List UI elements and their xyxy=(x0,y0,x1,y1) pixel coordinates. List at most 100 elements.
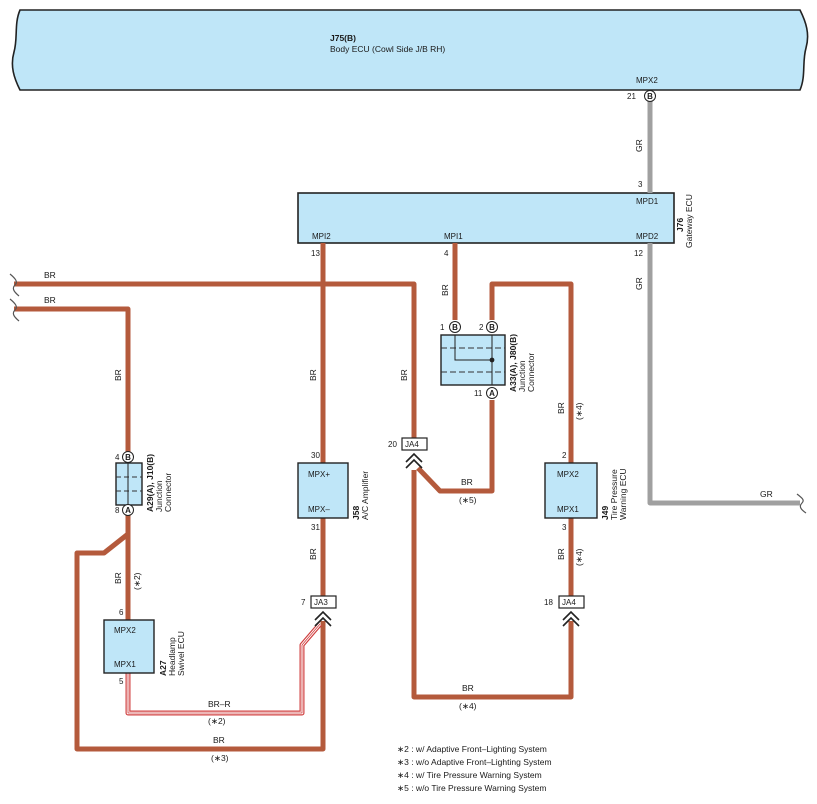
gateway-mpd2: MPD2 xyxy=(636,232,659,241)
connector-ja4-right-label: JA4 xyxy=(562,598,576,607)
wire-break-right xyxy=(796,493,807,514)
wire-br-second xyxy=(14,306,131,454)
pin-circle-a33-2: B xyxy=(486,321,498,333)
label-br-bottom-right: BR xyxy=(462,683,474,693)
pin-no-a29-8: 8 xyxy=(115,506,120,515)
cond-c4-tpw-top: (∗4) xyxy=(574,402,584,420)
pin-no-headlamp-6: 6 xyxy=(119,608,124,617)
ac-amp-name: A/C Amplifier xyxy=(360,471,370,520)
gateway-mpi1: MPI1 xyxy=(444,232,463,241)
ac-amp-mpx-minus: MPX– xyxy=(308,505,330,514)
cond-c4-tpw-bottom: (∗4) xyxy=(574,548,584,566)
connector-ja4-left xyxy=(401,437,428,469)
svg-text:B: B xyxy=(452,323,458,332)
junction-a29-name2: Connector xyxy=(163,473,173,512)
pin-no-tpw-3: 3 xyxy=(562,523,567,532)
pin-no-gw-13: 13 xyxy=(311,249,320,258)
junction-a33-name1: Junction xyxy=(517,360,527,392)
note-3: ∗3 : w/o Adaptive Front–Lighting System xyxy=(397,757,552,767)
connector-ja3-label: JA3 xyxy=(314,598,328,607)
gateway-code: J76 xyxy=(675,218,685,232)
note-5: ∗5 : w/o Tire Pressure Warning System xyxy=(397,783,546,793)
junction-a33-code: A33(A), J80(B) xyxy=(508,334,518,392)
wire-break-left-2 xyxy=(9,298,20,322)
label-gr-right: GR xyxy=(760,489,773,499)
gateway-name: Gateway ECU xyxy=(684,194,694,248)
label-br-r: BR–R xyxy=(208,699,231,709)
headlamp-swivel-ecu xyxy=(103,619,155,674)
pin-no-tpw-2: 2 xyxy=(562,451,567,460)
connector-ja4-right-pin: 18 xyxy=(544,598,553,607)
body-ecu-name: Body ECU (Cowl Side J/B RH) xyxy=(330,44,445,54)
ac-amp-mpx-plus: MPX+ xyxy=(308,470,330,479)
cond-c2-brr: (∗2) xyxy=(208,716,226,726)
pin-no-body-21: 21 xyxy=(627,92,636,101)
label-br-tpw-top: BR xyxy=(556,402,566,414)
junction-a29-name1: Junction xyxy=(154,480,164,512)
wire-gr-right xyxy=(647,243,800,506)
label-br-left: BR xyxy=(113,369,123,381)
wire-break-left-1 xyxy=(9,273,20,297)
body-ecu-pin-name: MPX2 xyxy=(636,76,658,85)
pin-no-a33-11: 11 xyxy=(474,389,483,398)
pin-no-amp-31: 31 xyxy=(311,523,320,532)
label-gr-mid: GR xyxy=(634,277,644,290)
tpw-code: J49 xyxy=(600,506,610,520)
svg-text:B: B xyxy=(125,453,131,462)
note-2: ∗2 : w/ Adaptive Front–Lighting System xyxy=(397,744,547,754)
tpw-mpx1: MPX1 xyxy=(557,505,579,514)
pin-no-gw-12: 12 xyxy=(634,249,643,258)
pin-no-a29-4: 4 xyxy=(115,453,120,462)
headlamp-name2: Swivel ECU xyxy=(176,631,186,676)
gateway-ecu xyxy=(297,192,675,244)
body-ecu-code: J75(B) xyxy=(330,33,356,43)
pin-circle-a33-11: A xyxy=(486,387,498,399)
pin-no-gw-4: 4 xyxy=(444,249,449,258)
svg-text:A: A xyxy=(125,506,131,515)
headlamp-mpx2: MPX2 xyxy=(114,626,136,635)
cond-c4-bottom: (∗4) xyxy=(459,701,477,711)
connector-ja3-pin: 7 xyxy=(301,598,306,607)
tpw-mpx2: MPX2 xyxy=(557,470,579,479)
label-br-ja4: BR xyxy=(399,369,409,381)
ac-amplifier xyxy=(297,462,349,519)
wire-br-bottom-right xyxy=(411,470,574,700)
cond-c5-join: (∗5) xyxy=(459,495,477,505)
note-4: ∗4 : w/ Tire Pressure Warning System xyxy=(397,770,542,780)
gateway-mpi2: MPI2 xyxy=(312,232,331,241)
svg-text:B: B xyxy=(489,323,495,332)
connector-ja4-left-label: JA4 xyxy=(405,440,419,449)
label-br-tpw-bottom: BR xyxy=(556,548,566,560)
wire-br-top xyxy=(14,281,417,447)
pin-no-headlamp-5: 5 xyxy=(119,677,124,686)
cond-c3-bottom: (∗3) xyxy=(211,753,229,763)
body-ecu xyxy=(11,9,809,91)
label-br-mpi1: BR xyxy=(440,284,450,296)
headlamp-name1: Headlamp xyxy=(167,637,177,676)
headlamp-mpx1: MPX1 xyxy=(114,660,136,669)
tpw-name2: Warning ECU xyxy=(618,468,628,520)
label-br-bottom-left: BR xyxy=(213,735,225,745)
pin-no-a33-2: 2 xyxy=(479,323,484,332)
headlamp-code: A27 xyxy=(158,660,168,676)
wire-br-bottom-left xyxy=(74,532,326,752)
wire-br-a33-join xyxy=(416,400,495,494)
wire-br-tpw-top xyxy=(489,281,574,463)
pin-circle-a29-8: A xyxy=(122,504,134,516)
junction-a33-link xyxy=(454,335,492,361)
pin-no-amp-30: 30 xyxy=(311,451,320,460)
svg-text:B: B xyxy=(647,92,653,101)
gateway-mpd1: MPD1 xyxy=(636,197,659,206)
junction-a29 xyxy=(115,462,143,506)
pin-no-a33-1: 1 xyxy=(440,323,445,332)
label-br-a33-join: BR xyxy=(461,477,473,487)
wire-br-r xyxy=(125,622,322,716)
label-br-a29-bottom: BR xyxy=(113,572,123,584)
label-br-top: BR xyxy=(44,270,56,280)
pin-circle-a29-4: B xyxy=(122,451,134,463)
connector-ja4-right xyxy=(558,595,585,627)
label-br-second: BR xyxy=(44,295,56,305)
junction-a33-name2: Connector xyxy=(526,353,536,392)
pin-no-gw-3: 3 xyxy=(638,180,643,189)
